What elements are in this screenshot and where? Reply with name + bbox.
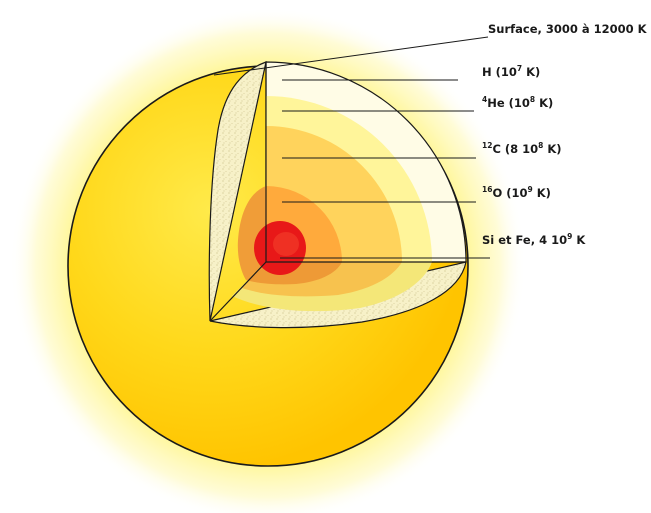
label-oxygen: 16O (109 K) — [482, 185, 551, 200]
core-highlight — [273, 232, 299, 256]
label-carbon: 12C (8 108 K) — [482, 141, 562, 156]
cut-edge-diagonal — [209, 261, 267, 322]
label-hydrogen: H (107 K) — [482, 64, 540, 79]
leader-surface — [213, 36, 489, 76]
cutaway-left-slab — [208, 61, 267, 322]
cutaway-shells — [209, 61, 467, 322]
leader-lines — [213, 36, 490, 259]
label-helium: 4He (108 K) — [482, 95, 553, 110]
label-surface: Surface, 3000 à 12000 K — [488, 22, 648, 36]
layer-labels: Surface, 3000 à 12000 K H (107 K) 4He (1… — [482, 22, 648, 247]
label-silicon-iron: Si et Fe, 4 109 K — [482, 232, 586, 247]
